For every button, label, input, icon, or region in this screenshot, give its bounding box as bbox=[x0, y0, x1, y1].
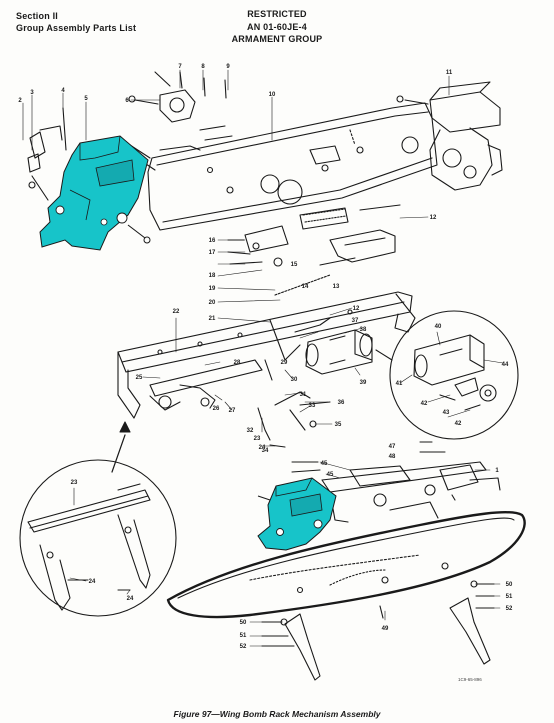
callout-50: 50 bbox=[506, 582, 513, 588]
group-label: ARMAMENT GROUP bbox=[231, 34, 323, 44]
callout-36: 36 bbox=[338, 400, 345, 406]
callout-3: 3 bbox=[30, 90, 34, 96]
figure-caption: Figure 97—Wing Bomb Rack Mechanism Assem… bbox=[173, 709, 381, 719]
section-label: Section II bbox=[16, 11, 59, 21]
callout-8: 8 bbox=[201, 64, 205, 70]
callout-44: 44 bbox=[502, 362, 509, 368]
callout-51: 51 bbox=[506, 594, 513, 600]
callout-51b: 51 bbox=[240, 633, 247, 639]
callout-52b: 52 bbox=[240, 644, 247, 650]
callout-31: 31 bbox=[300, 392, 307, 398]
callout-24b: 24 bbox=[89, 579, 96, 585]
highlighted-bracket-lower bbox=[257, 477, 337, 551]
header-center: RESTRICTED AN 01-60JE-4 ARMAMENT GROUP bbox=[0, 8, 554, 46]
callout-6: 6 bbox=[125, 98, 129, 104]
callout-10: 10 bbox=[269, 92, 276, 98]
callout-28: 28 bbox=[234, 360, 241, 366]
callout-23b: 23 bbox=[71, 480, 78, 486]
callout-25: 25 bbox=[136, 375, 143, 381]
callout-9: 9 bbox=[226, 64, 230, 70]
callout-37: 37 bbox=[352, 318, 359, 324]
solenoid-assembly bbox=[305, 329, 373, 375]
callout-30: 30 bbox=[291, 377, 298, 383]
callout-21: 21 bbox=[209, 316, 216, 322]
callout-2: 2 bbox=[18, 98, 22, 104]
rack-beam bbox=[117, 291, 416, 419]
callout-12: 12 bbox=[430, 215, 437, 221]
detail-inset-solenoid bbox=[375, 310, 519, 440]
callout-4: 4 bbox=[61, 88, 65, 94]
callout-5: 5 bbox=[84, 96, 88, 102]
callout-13: 13 bbox=[333, 284, 340, 290]
callout-40: 40 bbox=[435, 324, 442, 330]
lower-fairing bbox=[166, 510, 526, 619]
callout-41: 41 bbox=[396, 381, 403, 387]
callout-7: 7 bbox=[178, 64, 182, 70]
callout-43: 43 bbox=[443, 410, 450, 416]
callout-34: 34 bbox=[262, 448, 269, 454]
callout-22: 22 bbox=[173, 309, 180, 315]
document-number: AN 01-60JE-4 bbox=[247, 21, 307, 32]
callout-39: 39 bbox=[360, 380, 367, 386]
release-unit-assembly bbox=[396, 81, 503, 191]
callout-27: 27 bbox=[229, 408, 236, 414]
callout-47: 47 bbox=[389, 444, 396, 450]
callout-35: 35 bbox=[335, 422, 342, 428]
callout-52: 52 bbox=[506, 606, 513, 612]
fairing-hooks bbox=[261, 580, 495, 681]
section-subtitle: Group Assembly Parts List bbox=[16, 23, 137, 33]
detail-inset-beam bbox=[19, 421, 177, 617]
callout-48: 48 bbox=[389, 454, 396, 460]
middle-brackets bbox=[227, 204, 401, 296]
upper-mechanism-plate bbox=[147, 102, 438, 231]
leader-lines bbox=[22, 69, 504, 647]
callout-32: 32 bbox=[247, 428, 254, 434]
callout-18: 18 bbox=[209, 273, 216, 279]
restricted-label: RESTRICTED bbox=[247, 9, 307, 19]
callout-24c: 24 bbox=[127, 596, 134, 602]
callout-26: 26 bbox=[213, 406, 220, 412]
callout-42b: 42 bbox=[455, 421, 462, 427]
callout-15: 15 bbox=[291, 262, 298, 268]
header-left: Section II Group Assembly Parts List bbox=[16, 10, 136, 34]
callout-23: 23 bbox=[254, 436, 261, 442]
callout-45b: 45 bbox=[327, 472, 334, 478]
callout-11: 11 bbox=[446, 70, 453, 76]
callout-38: 38 bbox=[360, 327, 367, 333]
callout-24: 24 bbox=[259, 445, 266, 451]
upper-fasteners bbox=[128, 71, 233, 151]
callout-49: 49 bbox=[382, 626, 389, 632]
callout-19: 19 bbox=[209, 286, 216, 292]
callout-42a: 42 bbox=[421, 401, 428, 407]
highlighted-bracket-upper bbox=[39, 135, 151, 251]
callout-45a: 45 bbox=[321, 461, 328, 467]
callout-1: 1 bbox=[495, 468, 499, 474]
callout-50b: 50 bbox=[240, 620, 247, 626]
drawing-reference: 1C9-65-896 bbox=[458, 677, 482, 682]
callout-14: 14 bbox=[302, 284, 309, 290]
callout-29: 29 bbox=[281, 360, 288, 366]
callout-16: 16 bbox=[209, 238, 216, 244]
callout-33: 33 bbox=[309, 403, 316, 409]
callout-17: 17 bbox=[209, 250, 216, 256]
callout-12b: 12 bbox=[353, 306, 360, 312]
callout-20: 20 bbox=[209, 300, 216, 306]
lever-linkage bbox=[149, 317, 331, 448]
